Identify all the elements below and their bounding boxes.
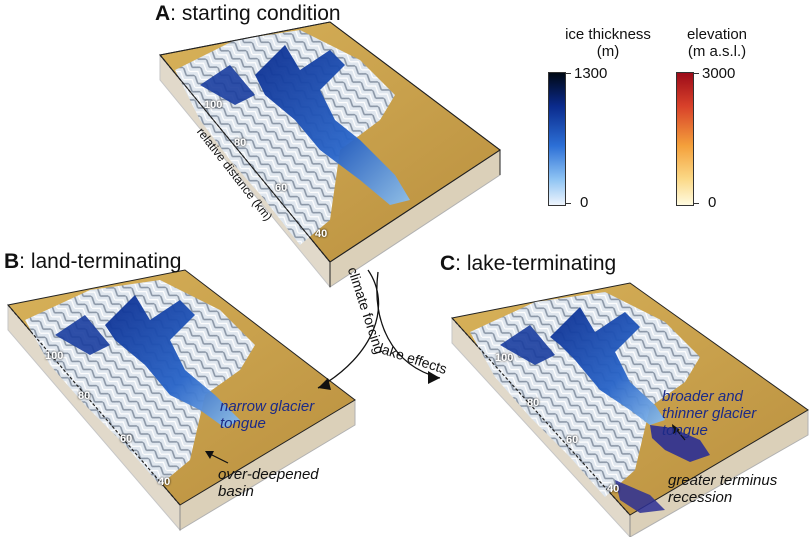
narrow-glacier-tongue-label: narrow glacier tongue: [220, 398, 314, 432]
elevation-min-tick: [693, 203, 699, 204]
panel-b-title-text: : land-terminating: [19, 250, 182, 273]
panel-a-title: A: starting condition: [155, 2, 341, 26]
lake: [650, 425, 710, 462]
panel-b-letter: B: [4, 250, 20, 273]
over-deepened-basin-label: over-deepened basin: [218, 466, 319, 500]
ice-thickness-title: ice thickness (m): [548, 26, 668, 60]
panel-b-title: B: land-terminating: [4, 250, 181, 274]
broader-thinner-tongue-label: broader and thinner glacier tongue: [662, 388, 756, 439]
ice-thickness-title-line1: ice thickness: [565, 26, 651, 43]
elevation-title-line1: elevation: [686, 26, 748, 43]
elevation-min: 0: [708, 194, 717, 211]
panel-a-title-text: : starting condition: [170, 2, 341, 25]
broader-line3: tongue: [662, 422, 708, 439]
ice-thickness-colorbar: [548, 72, 566, 206]
elevation-title-line2: (m a.s.l.): [687, 43, 747, 60]
lake-effects-arrow: [376, 271, 441, 379]
ice-thickness-max-tick: [565, 73, 571, 74]
block-c: [451, 282, 809, 537]
broader-line2: thinner glacier: [662, 405, 757, 422]
broader-line1: broader and: [662, 388, 743, 405]
tick-b-80: 80: [78, 390, 91, 402]
ice-thickness-min: 0: [580, 194, 589, 211]
elevation-max-tick: [693, 73, 699, 74]
block-b: [7, 269, 356, 532]
panel-c-title: C: lake-terminating: [440, 252, 616, 276]
panel-c-title-text: : lake-terminating: [455, 252, 617, 275]
tick-c-60: 60: [566, 434, 579, 446]
panel-c-letter: C: [440, 252, 456, 275]
tick-b-40: 40: [158, 476, 171, 488]
tick-b-100: 100: [45, 350, 64, 362]
greater-terminus-recession-label: greater terminus recession: [668, 472, 777, 506]
elevation-max: 3000: [702, 65, 736, 82]
recession-line2: recession: [668, 489, 733, 506]
tick-c-80: 80: [527, 397, 540, 409]
tick-a-80: 80: [234, 137, 247, 149]
elevation-title: elevation (m a.s.l.): [667, 26, 767, 60]
panel-a-letter: A: [155, 2, 171, 25]
basin-line2: basin: [218, 483, 254, 500]
climate-forcing-arrow: [317, 269, 380, 389]
tick-a-100: 100: [204, 99, 223, 111]
ice-thickness-max: 1300: [574, 65, 608, 82]
recession-line1: greater terminus: [668, 472, 778, 489]
tick-c-40: 40: [607, 483, 620, 495]
basin-line1: over-deepened: [218, 466, 319, 483]
ice-thickness-min-tick: [565, 203, 571, 204]
tick-c-100: 100: [495, 352, 514, 364]
tick-b-60: 60: [120, 433, 133, 445]
ice-thickness-title-line2: (m): [596, 43, 620, 60]
block-a: [159, 21, 501, 289]
narrow-line2: tongue: [220, 415, 266, 432]
tick-a-40: 40: [315, 228, 328, 240]
tick-a-60: 60: [275, 182, 288, 194]
elevation-colorbar: [676, 72, 694, 206]
narrow-line1: narrow glacier: [220, 398, 315, 415]
